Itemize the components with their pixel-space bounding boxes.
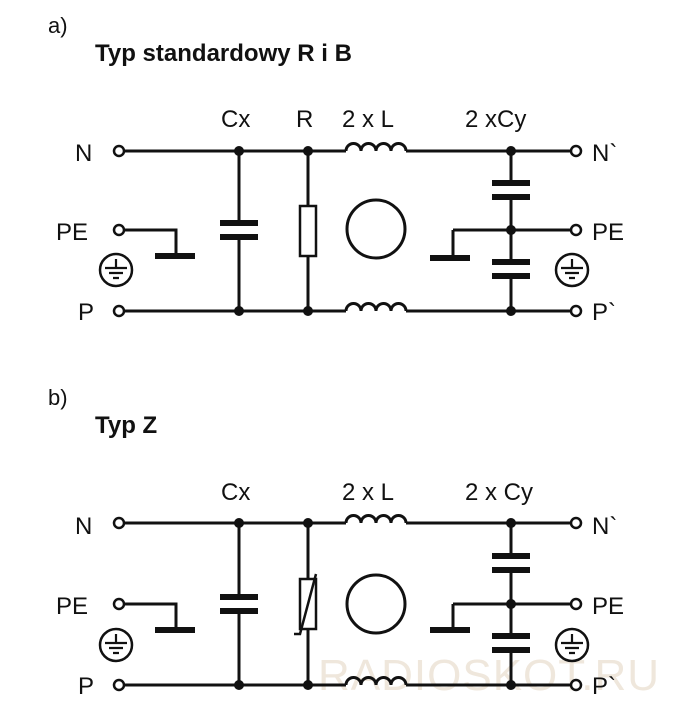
core-circle-a xyxy=(345,198,407,260)
label-l-a: 2 x L xyxy=(342,106,394,133)
terminals-a xyxy=(112,144,583,318)
terminal-n-right-b: N` xyxy=(592,513,617,540)
label-cy-b: 2 x Cy xyxy=(465,479,533,506)
core-circle-b xyxy=(345,573,407,635)
section-label-b: b) xyxy=(48,385,68,410)
label-cx-b: Cx xyxy=(221,479,250,506)
terminal-n-left-a: N xyxy=(75,140,92,167)
terminal-pe-left-a: PE xyxy=(56,219,88,246)
cx-capacitor-a xyxy=(220,220,258,240)
title-b: Typ Z xyxy=(95,412,157,439)
terminal-p-right-a: P` xyxy=(592,299,616,326)
label-l-b: 2 x L xyxy=(342,479,394,506)
terminal-p-left-a: P xyxy=(78,299,94,326)
diagram-a: a) Typ standardowy R i B Cx R 2 x L 2 xC… xyxy=(48,13,624,326)
line-pe-left-b xyxy=(124,602,178,630)
resistor-r-a xyxy=(298,204,318,258)
label-r-a: R xyxy=(296,106,313,133)
terminal-n-left-b: N xyxy=(75,513,92,540)
ground-icon-left-a xyxy=(98,252,134,288)
terminal-n-right-a: N` xyxy=(592,140,617,167)
inductor-top-b xyxy=(344,514,408,524)
watermark: RADIOSKOT.RU xyxy=(318,651,660,700)
terminal-p-right-b: P` xyxy=(592,673,616,700)
cx-capacitor-b xyxy=(220,594,258,614)
junctions-b xyxy=(234,518,516,690)
section-label-a: a) xyxy=(48,13,68,38)
terminals-b xyxy=(112,516,583,692)
inductor-top-a xyxy=(344,142,408,152)
diagram-b: b) Typ Z Cx 2 x L 2 x Cy N PE P N` PE P` xyxy=(48,385,624,700)
terminal-pe-right-a: PE xyxy=(592,219,624,246)
title-a: Typ standardowy R i B xyxy=(95,40,352,67)
label-cx-a: Cx xyxy=(221,106,250,133)
cy-capacitor-bottom-a xyxy=(492,259,530,279)
cy-capacitor-bottom-b xyxy=(492,633,530,653)
varistor-slash-b xyxy=(294,573,318,636)
junctions-a xyxy=(234,146,516,316)
cy-capacitor-top-b xyxy=(492,553,530,573)
inductor-bottom-b xyxy=(344,676,408,686)
terminal-pe-right-b: PE xyxy=(592,593,624,620)
ground-icon-right-a xyxy=(554,252,590,288)
inductor-bottom-a xyxy=(344,302,408,312)
terminal-pe-left-b: PE xyxy=(56,593,88,620)
terminal-p-left-b: P xyxy=(78,673,94,700)
line-pe-left-a xyxy=(124,228,178,256)
ground-icon-right-b xyxy=(554,627,590,663)
ground-icon-left-b xyxy=(98,627,134,663)
label-cy-a: 2 xCy xyxy=(465,106,526,133)
cy-capacitor-top-a xyxy=(492,180,530,200)
